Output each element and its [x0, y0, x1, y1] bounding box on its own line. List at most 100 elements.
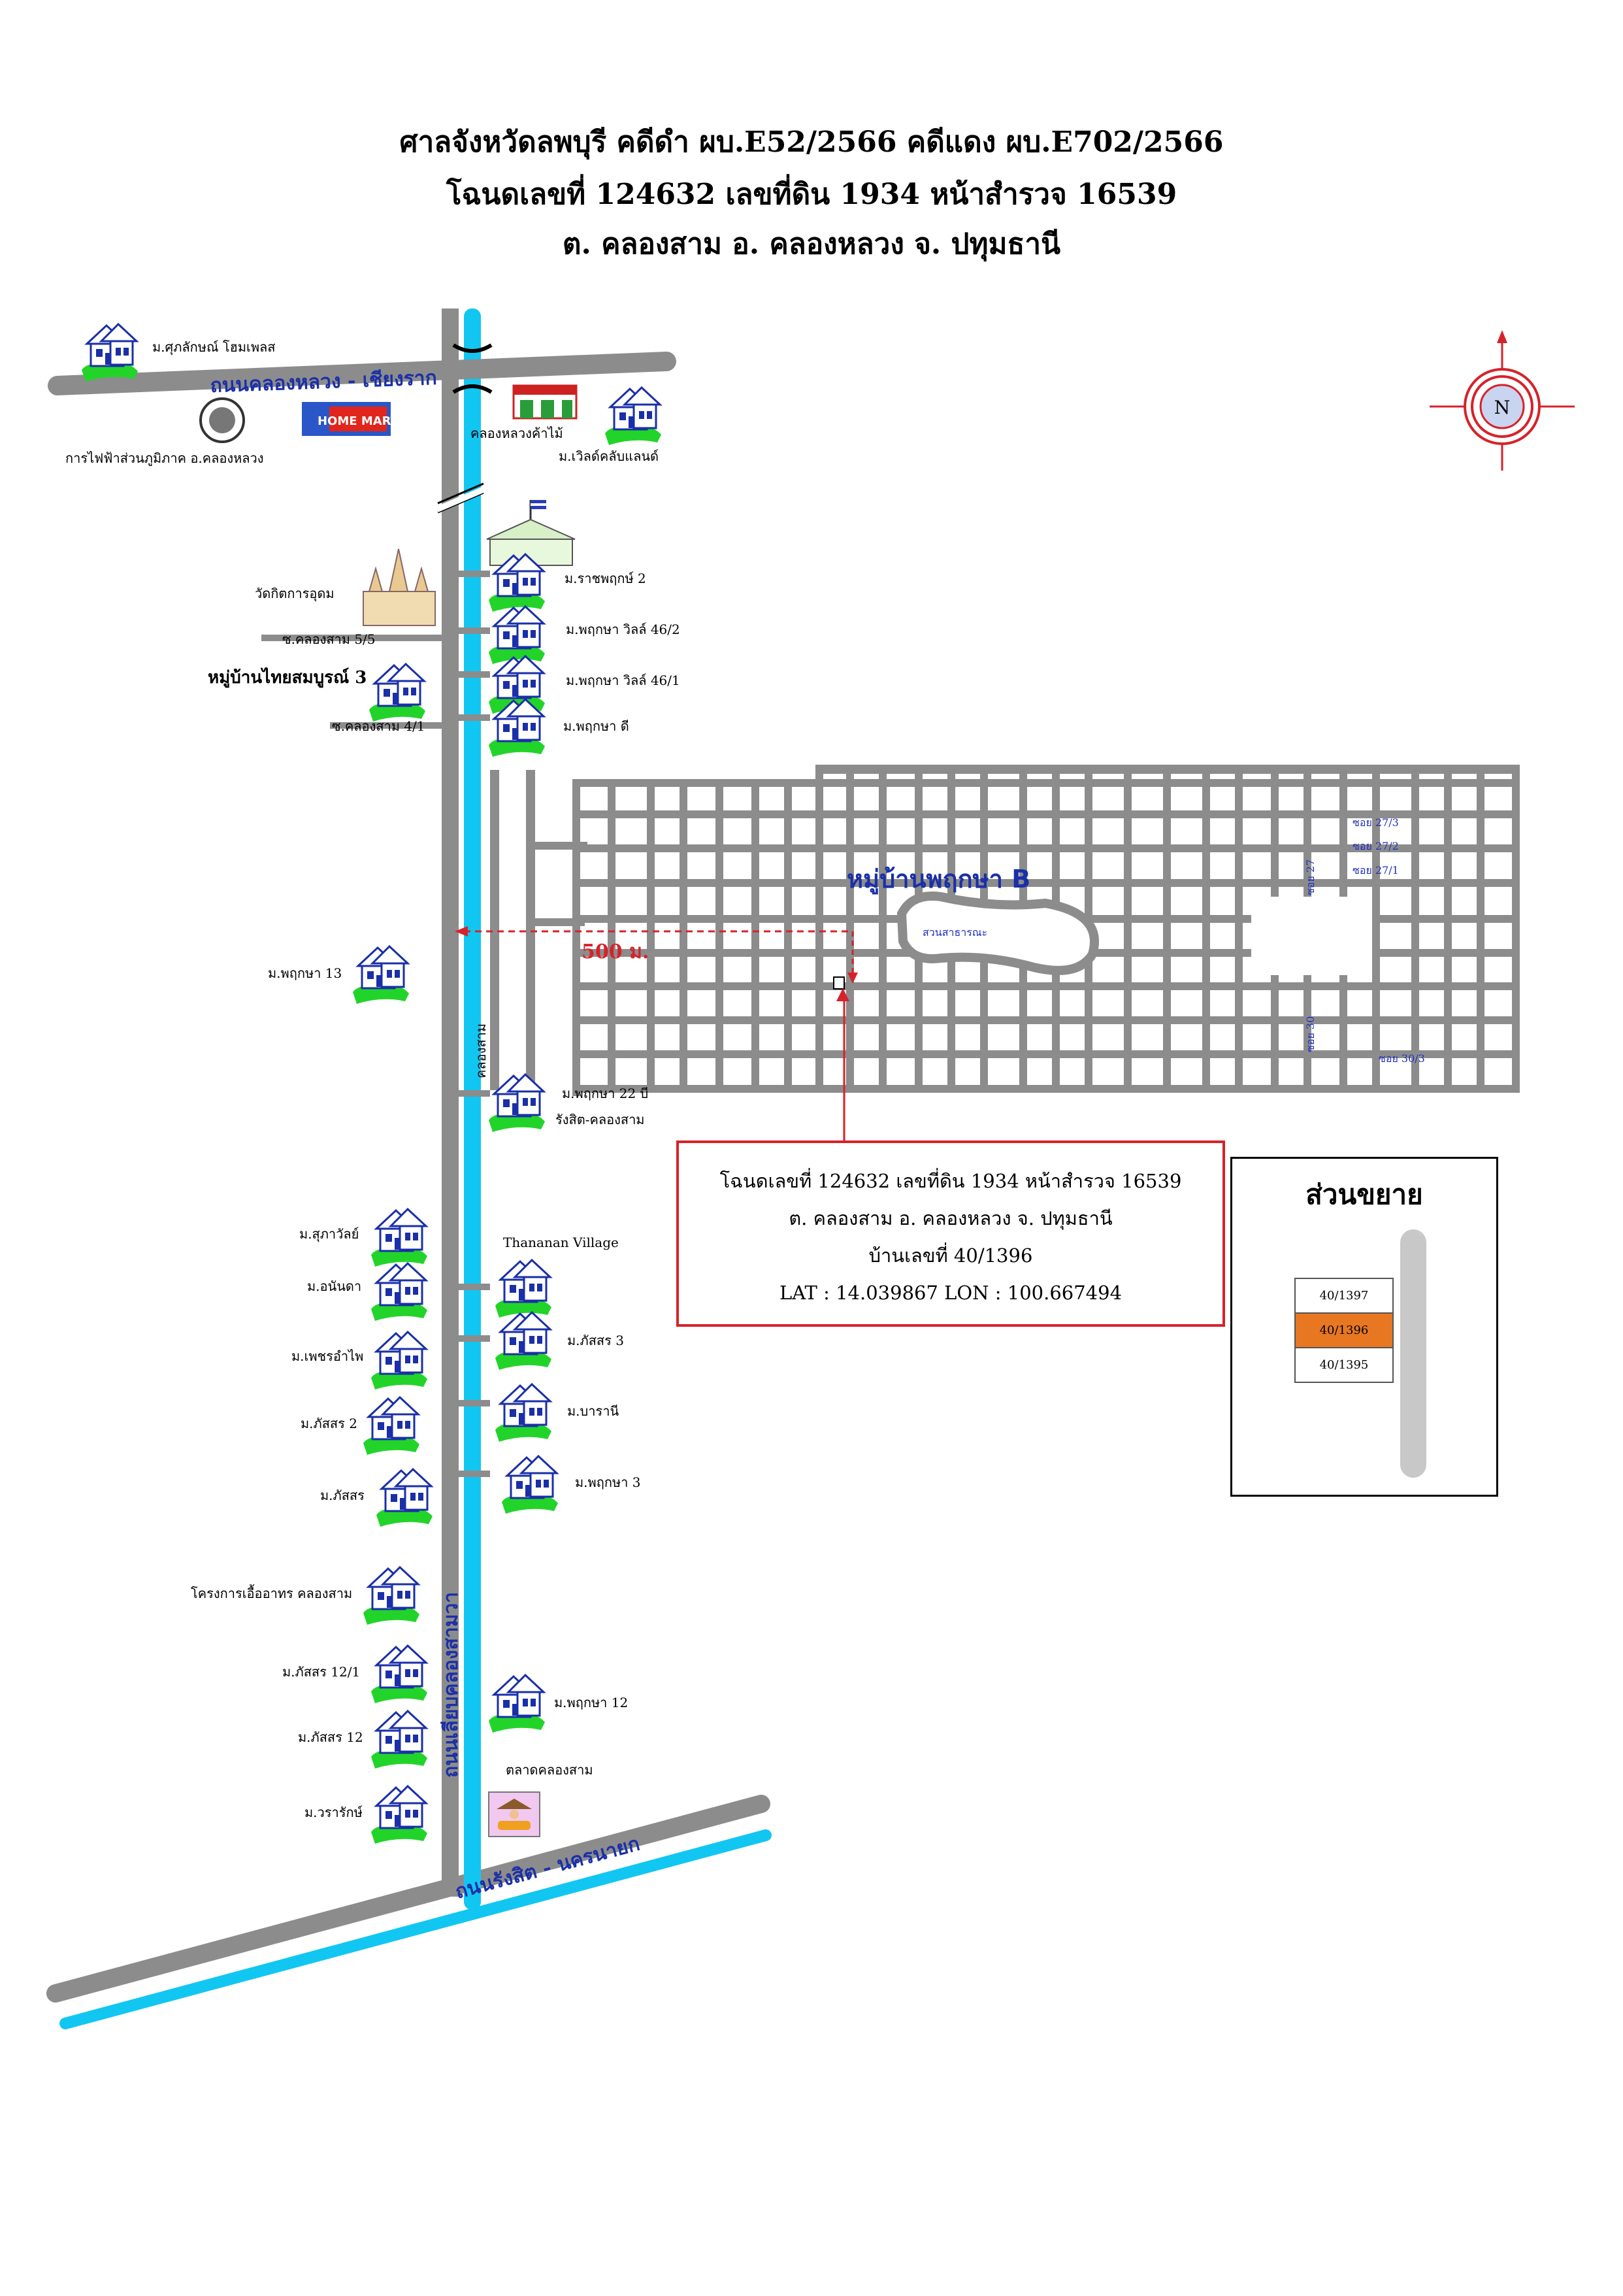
house-icon — [368, 663, 427, 723]
shop-icon — [512, 384, 578, 420]
info-location: ต. คลองสาม อ. คลองหลวง จ. ปทุมธานี — [789, 1207, 1113, 1229]
label-klong-luang-market: คลองหลวงค้าไม้ — [470, 425, 563, 441]
label-pruksa12: ม.พฤกษา 12 — [554, 1695, 628, 1710]
homemart-logo: HOME MART — [302, 402, 399, 436]
property-info-box: โฉนดเลขที่ 124632 เลขที่ดิน 1934 หน้าสำร… — [676, 1140, 1225, 1327]
house-icon — [370, 1710, 429, 1770]
school-icon — [486, 500, 576, 566]
house-icon — [80, 323, 139, 383]
house-icon — [370, 1331, 429, 1391]
label-pruksa-d: ม.พฤกษา ดี — [563, 718, 629, 734]
label-wat: วัดกิตการอุดม — [255, 586, 335, 602]
zoom-inset: ส่วนขยาย 40/1397 40/1396 40/1395 — [1230, 1157, 1498, 1497]
label-market: ตลาดคลองสาม — [506, 1762, 593, 1778]
label-pruksa13: ม.พฤกษา 13 — [268, 965, 342, 981]
label-rangsit-klongsam: รังสิต-คลองสาม — [555, 1112, 645, 1127]
house-icon — [362, 1566, 421, 1626]
label-anankha: ม.อนันดา — [307, 1278, 361, 1294]
label-phatsorn12-1: ม.ภัสสร 12/1 — [282, 1664, 360, 1680]
lot-40-1397: 40/1397 — [1294, 1278, 1394, 1314]
label-supawan: ม.สุภาวัลย์ — [299, 1226, 359, 1242]
label-soi-4-1: ซ.คลองสาม 4/1 — [332, 718, 425, 734]
compass-icon — [1430, 330, 1575, 471]
soi-27-2-label: ซอย 27/2 — [1352, 840, 1399, 852]
house-icon — [370, 1262, 429, 1322]
label-pruksa-villa-46-2: ม.พฤกษา วิลล์ 46/2 — [566, 622, 680, 637]
temple-icon — [363, 548, 436, 626]
soi-27-3-label: ซอย 27/3 — [1352, 816, 1399, 829]
distance-drop-arrow-icon — [847, 973, 858, 984]
label-waraphak: ม.วรารักษ์ — [304, 1805, 363, 1820]
pea-logo-icon — [199, 397, 245, 443]
label-phetcharaphai: ม.เพชรอำไพ — [291, 1348, 363, 1364]
soi-4-1-road — [330, 722, 442, 729]
east-side-roads — [459, 571, 490, 1477]
label-phatsorn12: ม.ภัสสร 12 — [298, 1729, 363, 1745]
house-icon — [370, 1644, 429, 1705]
zoom-title: ส่วนขยาย — [1305, 1178, 1423, 1210]
label-pruksa22b: ม.พฤกษา 22 บี — [562, 1086, 648, 1101]
top-road — [48, 352, 676, 395]
label-thananan: Thananan Village — [503, 1235, 619, 1250]
label-soi-5-5: ซ.คลองสาม 5/5 — [282, 631, 376, 647]
soi-27-1-label: ซอย 27/1 — [1352, 864, 1399, 876]
label-ratchaphruek2: ม.ราชพฤกษ์ 2 — [565, 571, 646, 586]
label-pruksa3: ม.พฤกษา 3 — [575, 1474, 640, 1490]
label-pea: การไฟฟ้าส่วนภูมิภาค อ.คลองหลวง — [65, 450, 264, 467]
title-line-1: ศาลจังหวัดลพบุรี คดีดำ ผบ.E52/2566 คดีแด… — [399, 125, 1224, 159]
soi-27-label: ซอย 27 — [1304, 859, 1317, 895]
main-road-label: ถนนเลียบคลองสามวา — [440, 1592, 463, 1778]
bridge-icon — [452, 343, 493, 394]
compass-north-label: N — [1494, 397, 1511, 418]
house-icon — [352, 945, 410, 1005]
soi-30-label: ซอย 30 — [1304, 1016, 1317, 1052]
park-label: สวนสาธารณะ — [923, 926, 987, 939]
road-break-icon — [437, 482, 484, 514]
info-house-number: บ้านเลขที่ 40/1396 — [868, 1244, 1033, 1267]
public-park — [896, 891, 1099, 975]
soi-5-5-road — [261, 635, 442, 641]
house-icon — [494, 1383, 553, 1443]
house-icon — [370, 1208, 429, 1268]
svg-text:HOME MART: HOME MART — [318, 414, 399, 428]
label-uea-athorn: โครงการเอื้ออาทร คลองสาม — [191, 1584, 352, 1601]
label-burani: ม.บารานี — [567, 1403, 619, 1419]
house-icon — [494, 1311, 553, 1371]
house-icon — [375, 1468, 434, 1528]
info-deed: โฉนดเลขที่ 124632 เลขที่ดิน 1934 หน้าสำร… — [719, 1170, 1182, 1192]
distance-label: 500 ม. — [582, 940, 649, 963]
open-block — [1251, 897, 1372, 975]
market-icon — [488, 1791, 540, 1837]
label-phatsorn3: ม.ภัสสร 3 — [567, 1333, 624, 1348]
house-icon — [487, 605, 546, 665]
house-icon — [362, 1396, 421, 1456]
house-icon — [604, 386, 663, 446]
property-marker-icon — [833, 976, 845, 990]
distance-arrow-icon — [455, 926, 468, 937]
title-line-3: ต. คลองสาม อ. คลองหลวง จ. ปทุมธานี — [562, 227, 1061, 261]
zoom-road — [1400, 1229, 1426, 1478]
label-pruksa-villa-46-1: ม.พฤกษา วิลล์ 46/1 — [566, 673, 680, 688]
house-icon — [370, 1785, 429, 1845]
label-thai-village: หมู่บ้านไทยสมบูรณ์ 3 — [208, 667, 367, 688]
bottom-road — [46, 1795, 770, 2003]
house-icon — [487, 1674, 546, 1734]
canal — [464, 308, 481, 1910]
soi-30-3-label: ซอย 30/3 — [1379, 1052, 1425, 1065]
house-icon — [494, 1259, 553, 1319]
property-pin-icon — [836, 988, 849, 1001]
subdivision-name: หมู่บ้านพฤกษา B — [847, 865, 1030, 895]
label-world-club: ม.เวิลด์คลับแลนด์ — [559, 448, 659, 464]
canal-label: คลองสาม — [473, 1023, 489, 1078]
main-road — [442, 308, 459, 1897]
bottom-canal — [59, 1829, 772, 2029]
lot-40-1396-selected: 40/1396 — [1294, 1312, 1394, 1348]
lot-40-1395: 40/1395 — [1294, 1347, 1394, 1383]
title-line-2: โฉนดเลขที่ 124632 เลขที่ดิน 1934 หน้าสำร… — [446, 178, 1177, 211]
house-icon — [500, 1455, 559, 1515]
label-phatsorn: ม.ภัสสร — [320, 1488, 365, 1503]
info-coordinates: LAT : 14.039867 LON : 100.667494 — [779, 1282, 1123, 1304]
label-sukonthasawat: ม.ศุภลักษณ์ โฮมเพลส — [152, 339, 276, 356]
label-phatsorn2: ม.ภัสสร 2 — [301, 1416, 357, 1431]
